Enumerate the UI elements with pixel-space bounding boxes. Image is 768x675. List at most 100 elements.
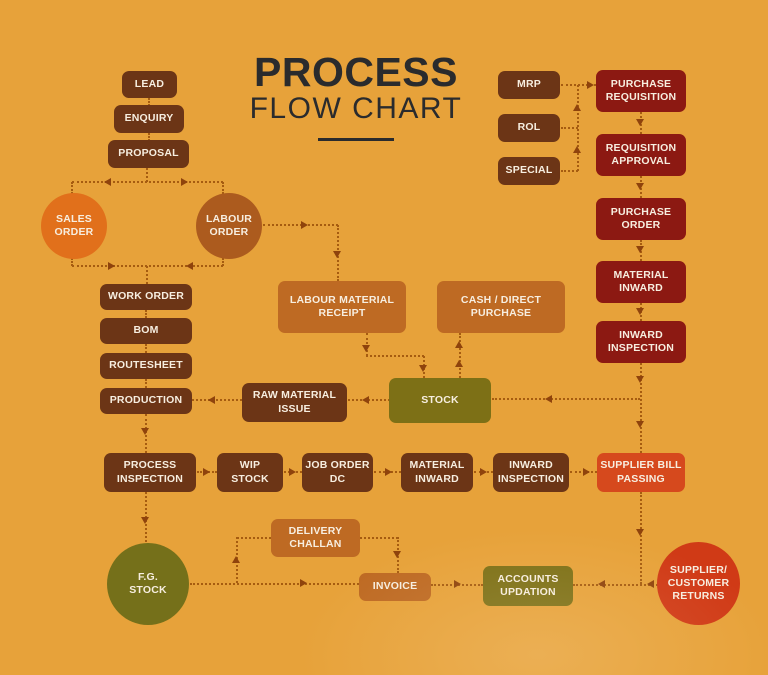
node-label: ROL bbox=[517, 121, 541, 134]
connector-line bbox=[148, 133, 150, 141]
node-mrp: MRP bbox=[498, 71, 560, 99]
node-bom: BOM bbox=[100, 318, 192, 344]
node-sales-order: SALES ORDER bbox=[41, 193, 107, 259]
arrow-down-icon bbox=[393, 551, 401, 558]
node-lead: LEAD bbox=[122, 71, 177, 98]
node-label: F.G. STOCK bbox=[129, 570, 167, 596]
node-process-inspection: PROCESS INSPECTION bbox=[104, 453, 196, 492]
connector-line bbox=[145, 310, 147, 318]
node-proposal: PROPOSAL bbox=[108, 140, 189, 168]
connector-line bbox=[148, 98, 150, 106]
arrow-right-icon bbox=[203, 468, 210, 476]
arrow-right-icon bbox=[583, 468, 590, 476]
connector-line bbox=[360, 537, 398, 539]
connector-line bbox=[146, 266, 148, 284]
arrow-down-icon bbox=[419, 365, 427, 372]
connector-line bbox=[577, 85, 579, 171]
connector-line bbox=[459, 333, 461, 378]
connector-line bbox=[263, 224, 338, 226]
node-label: ROUTESHEET bbox=[109, 359, 183, 372]
arrow-down-icon bbox=[362, 345, 370, 352]
node-material-inward: MATERIAL INWARD bbox=[401, 453, 473, 492]
arrow-down-icon bbox=[141, 428, 149, 435]
connector-line bbox=[561, 127, 578, 129]
connector-line bbox=[145, 344, 147, 353]
node-label: WIP STOCK bbox=[231, 459, 269, 485]
arrow-right-icon bbox=[587, 81, 594, 89]
node-fg-stock: F.G. STOCK bbox=[107, 543, 189, 625]
node-labour-order: LABOUR ORDER bbox=[196, 193, 262, 259]
connector-line bbox=[366, 333, 368, 356]
arrow-right-icon bbox=[454, 580, 461, 588]
connector-line bbox=[573, 584, 658, 586]
node-label: INWARD INSPECTION bbox=[607, 328, 675, 354]
arrow-right-icon bbox=[300, 579, 307, 587]
node-label: SPECIAL bbox=[505, 164, 553, 177]
connector-line bbox=[640, 363, 642, 453]
node-purchase-order: PURCHASE ORDER bbox=[596, 198, 686, 240]
arrow-up-icon bbox=[573, 146, 581, 153]
arrow-right-icon bbox=[480, 468, 487, 476]
arrow-up-icon bbox=[573, 104, 581, 111]
title-line-1: PROCESS bbox=[254, 49, 458, 95]
node-labour-material-receipt: LABOUR MATERIAL RECEIPT bbox=[278, 281, 406, 333]
arrow-up-icon bbox=[455, 360, 463, 367]
node-delivery-challan: DELIVERY CHALLAN bbox=[271, 519, 360, 557]
node-label: LABOUR ORDER bbox=[205, 212, 253, 238]
node-label: INWARD INSPECTION bbox=[497, 459, 565, 485]
node-supplier-bill-passing: SUPPLIER BILL PASSING bbox=[597, 453, 685, 492]
node-label: MRP bbox=[517, 78, 541, 91]
node-material-inward: MATERIAL INWARD bbox=[596, 261, 686, 303]
node-label: SUPPLIER/ CUSTOMER RETURNS bbox=[667, 563, 730, 603]
arrow-down-icon bbox=[636, 308, 644, 315]
connector-line bbox=[71, 258, 73, 266]
page-title: PROCESS FLOW CHART bbox=[236, 49, 476, 142]
arrow-left-icon bbox=[104, 178, 111, 186]
connector-line bbox=[146, 168, 148, 182]
node-label: REQUISITION APPROVAL bbox=[605, 141, 677, 167]
connector-line bbox=[348, 399, 390, 401]
arrow-down-icon bbox=[636, 183, 644, 190]
arrow-down-icon bbox=[636, 421, 644, 428]
connector-line bbox=[561, 170, 578, 172]
arrow-down-icon bbox=[141, 517, 149, 524]
node-purchase-requisition: PURCHASE REQUISITION bbox=[596, 70, 686, 112]
arrow-right-icon bbox=[181, 178, 188, 186]
arrow-down-icon bbox=[636, 529, 644, 536]
node-label: PURCHASE ORDER bbox=[610, 205, 672, 231]
node-supplier-customer-returns: SUPPLIER/ CUSTOMER RETURNS bbox=[657, 542, 740, 625]
node-label: MATERIAL INWARD bbox=[409, 459, 465, 485]
node-inward-inspection: INWARD INSPECTION bbox=[596, 321, 686, 363]
connector-line bbox=[190, 583, 359, 585]
node-requisition-approval: REQUISITION APPROVAL bbox=[596, 134, 686, 176]
node-routesheet: ROUTESHEET bbox=[100, 353, 192, 379]
node-work-order: WORK ORDER bbox=[100, 284, 192, 310]
node-raw-material-issue: RAW MATERIAL ISSUE bbox=[242, 383, 347, 422]
node-accounts-updation: ACCOUNTS UPDATION bbox=[483, 566, 573, 606]
arrow-left-icon bbox=[362, 396, 369, 404]
node-label: PRODUCTION bbox=[109, 394, 183, 407]
node-wip-stock: WIP STOCK bbox=[217, 453, 283, 492]
node-cash-direct-purchase: CASH / DIRECT PURCHASE bbox=[437, 281, 565, 333]
node-label: LEAD bbox=[134, 77, 165, 90]
node-label: LABOUR MATERIAL RECEIPT bbox=[289, 293, 395, 319]
connector-line bbox=[145, 379, 147, 388]
node-label: INVOICE bbox=[372, 580, 418, 593]
arrow-up-icon bbox=[455, 341, 463, 348]
node-label: WORK ORDER bbox=[107, 290, 185, 303]
node-label: PROPOSAL bbox=[118, 147, 179, 160]
arrow-down-icon bbox=[333, 251, 341, 258]
connector-line bbox=[237, 537, 271, 539]
connector-line bbox=[71, 182, 73, 194]
node-label: SUPPLIER BILL PASSING bbox=[600, 459, 682, 485]
title-line-2: FLOW CHART bbox=[249, 92, 463, 125]
connector-line bbox=[222, 258, 224, 266]
node-special: SPECIAL bbox=[498, 157, 560, 185]
node-label: SALES ORDER bbox=[54, 212, 94, 238]
node-job-order-dc: JOB ORDER DC bbox=[302, 453, 373, 492]
arrow-left-icon bbox=[186, 262, 193, 270]
node-inward-inspection: INWARD INSPECTION bbox=[493, 453, 569, 492]
node-label: JOB ORDER DC bbox=[305, 459, 370, 485]
node-label: DELIVERY CHALLAN bbox=[288, 524, 343, 550]
arrow-left-icon bbox=[647, 580, 654, 588]
